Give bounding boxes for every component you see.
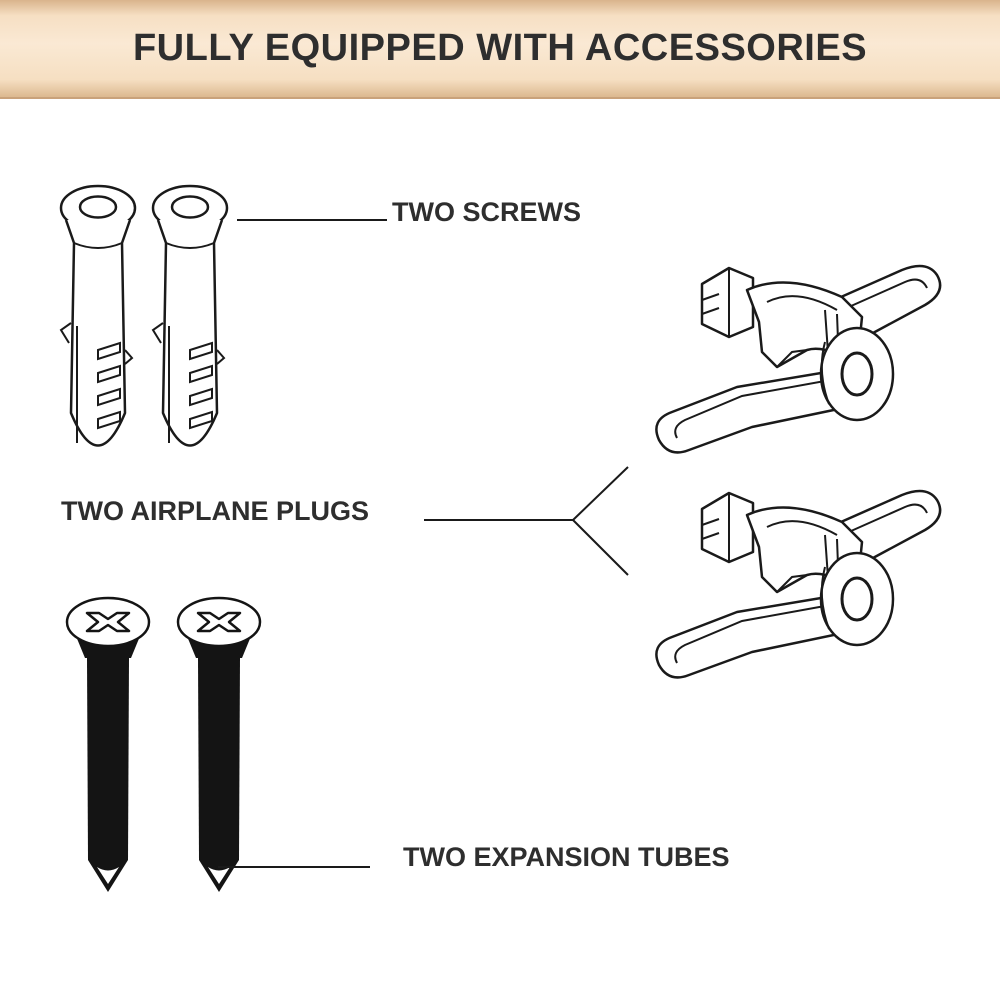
phillips-screw-icon <box>65 596 151 894</box>
label-two-airplane-plugs: TWO AIRPLANE PLUGS <box>61 496 369 526</box>
page-title: FULLY EQUIPPED WITH ACCESSORIES <box>132 27 868 69</box>
airplane-plug-icon <box>654 264 942 454</box>
label-two-expansion-tubes: TWO EXPANSION TUBES <box>403 842 730 872</box>
plugs-leader-line <box>424 466 629 576</box>
label-two-screws: TWO SCREWS <box>392 197 581 227</box>
wall-anchor-icon <box>59 184 137 447</box>
wall-anchor-icon <box>151 184 229 447</box>
phillips-screw-icon <box>176 596 262 894</box>
airplane-plug-icon <box>654 489 942 679</box>
header-banner: FULLY EQUIPPED WITH ACCESSORIES <box>0 0 1000 99</box>
